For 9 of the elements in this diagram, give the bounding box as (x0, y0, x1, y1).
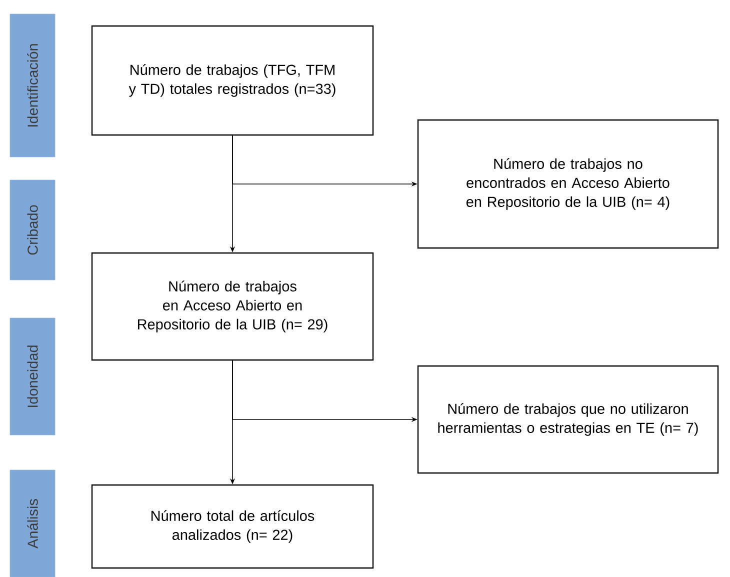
stage-band: Análisis (10, 470, 56, 577)
stage-band: Identificación (10, 14, 56, 158)
process-box: Número de trabajos (TFG, TFM y TD) totales registrados (n=33) (91, 25, 374, 136)
process-box: Número de trabajos en Acceso Abierto en Repositorio de la UIB (n= 29) (91, 252, 374, 361)
stage-band: Idoneidad (10, 318, 56, 436)
process-box: Número total de artículos analizados (n= 22) (91, 484, 374, 569)
process-box: Número de trabajos que no utilizaron herramientas o estrategias en TE (n= 7) (417, 365, 719, 474)
stage-band: Cribado (10, 180, 56, 280)
process-box: Número de trabajos no encontrados en Acceso Abierto en Repositorio de la UIB (n= 4) (417, 119, 719, 249)
